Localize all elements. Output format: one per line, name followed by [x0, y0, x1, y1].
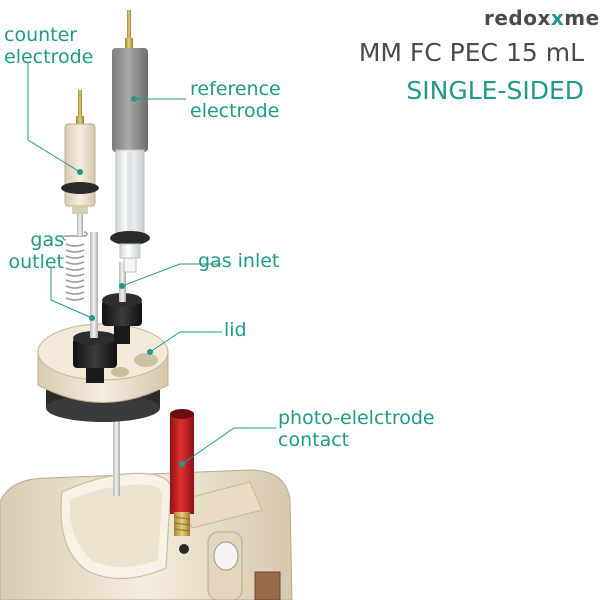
reference-electrode — [110, 10, 150, 273]
gas-inlet-tube-lower — [113, 392, 120, 496]
gas-outlet-tube — [90, 232, 98, 338]
leader-dots — [77, 96, 185, 467]
gas-inlet-tube — [119, 262, 126, 302]
label-reference-electrode: reference electrode — [190, 78, 281, 122]
model-title: MM FC PEC 15 mL — [358, 38, 584, 67]
label-lid: lid — [224, 319, 247, 341]
leader-lines — [27, 62, 276, 465]
label-photo-electrode-contact: photo-elelctrode contact — [278, 407, 435, 451]
counter-electrode — [61, 90, 99, 236]
label-gas-outlet: gas outlet — [8, 229, 64, 273]
label-gas-inlet: gas inlet — [198, 250, 280, 272]
brand-logo: redoxxme — [484, 6, 600, 30]
label-counter-electrode: counter electrode — [4, 24, 94, 68]
cell-body — [0, 469, 293, 600]
gas-outlet-spring — [62, 231, 88, 301]
variant-subtitle: SINGLE-SIDED — [406, 76, 584, 105]
